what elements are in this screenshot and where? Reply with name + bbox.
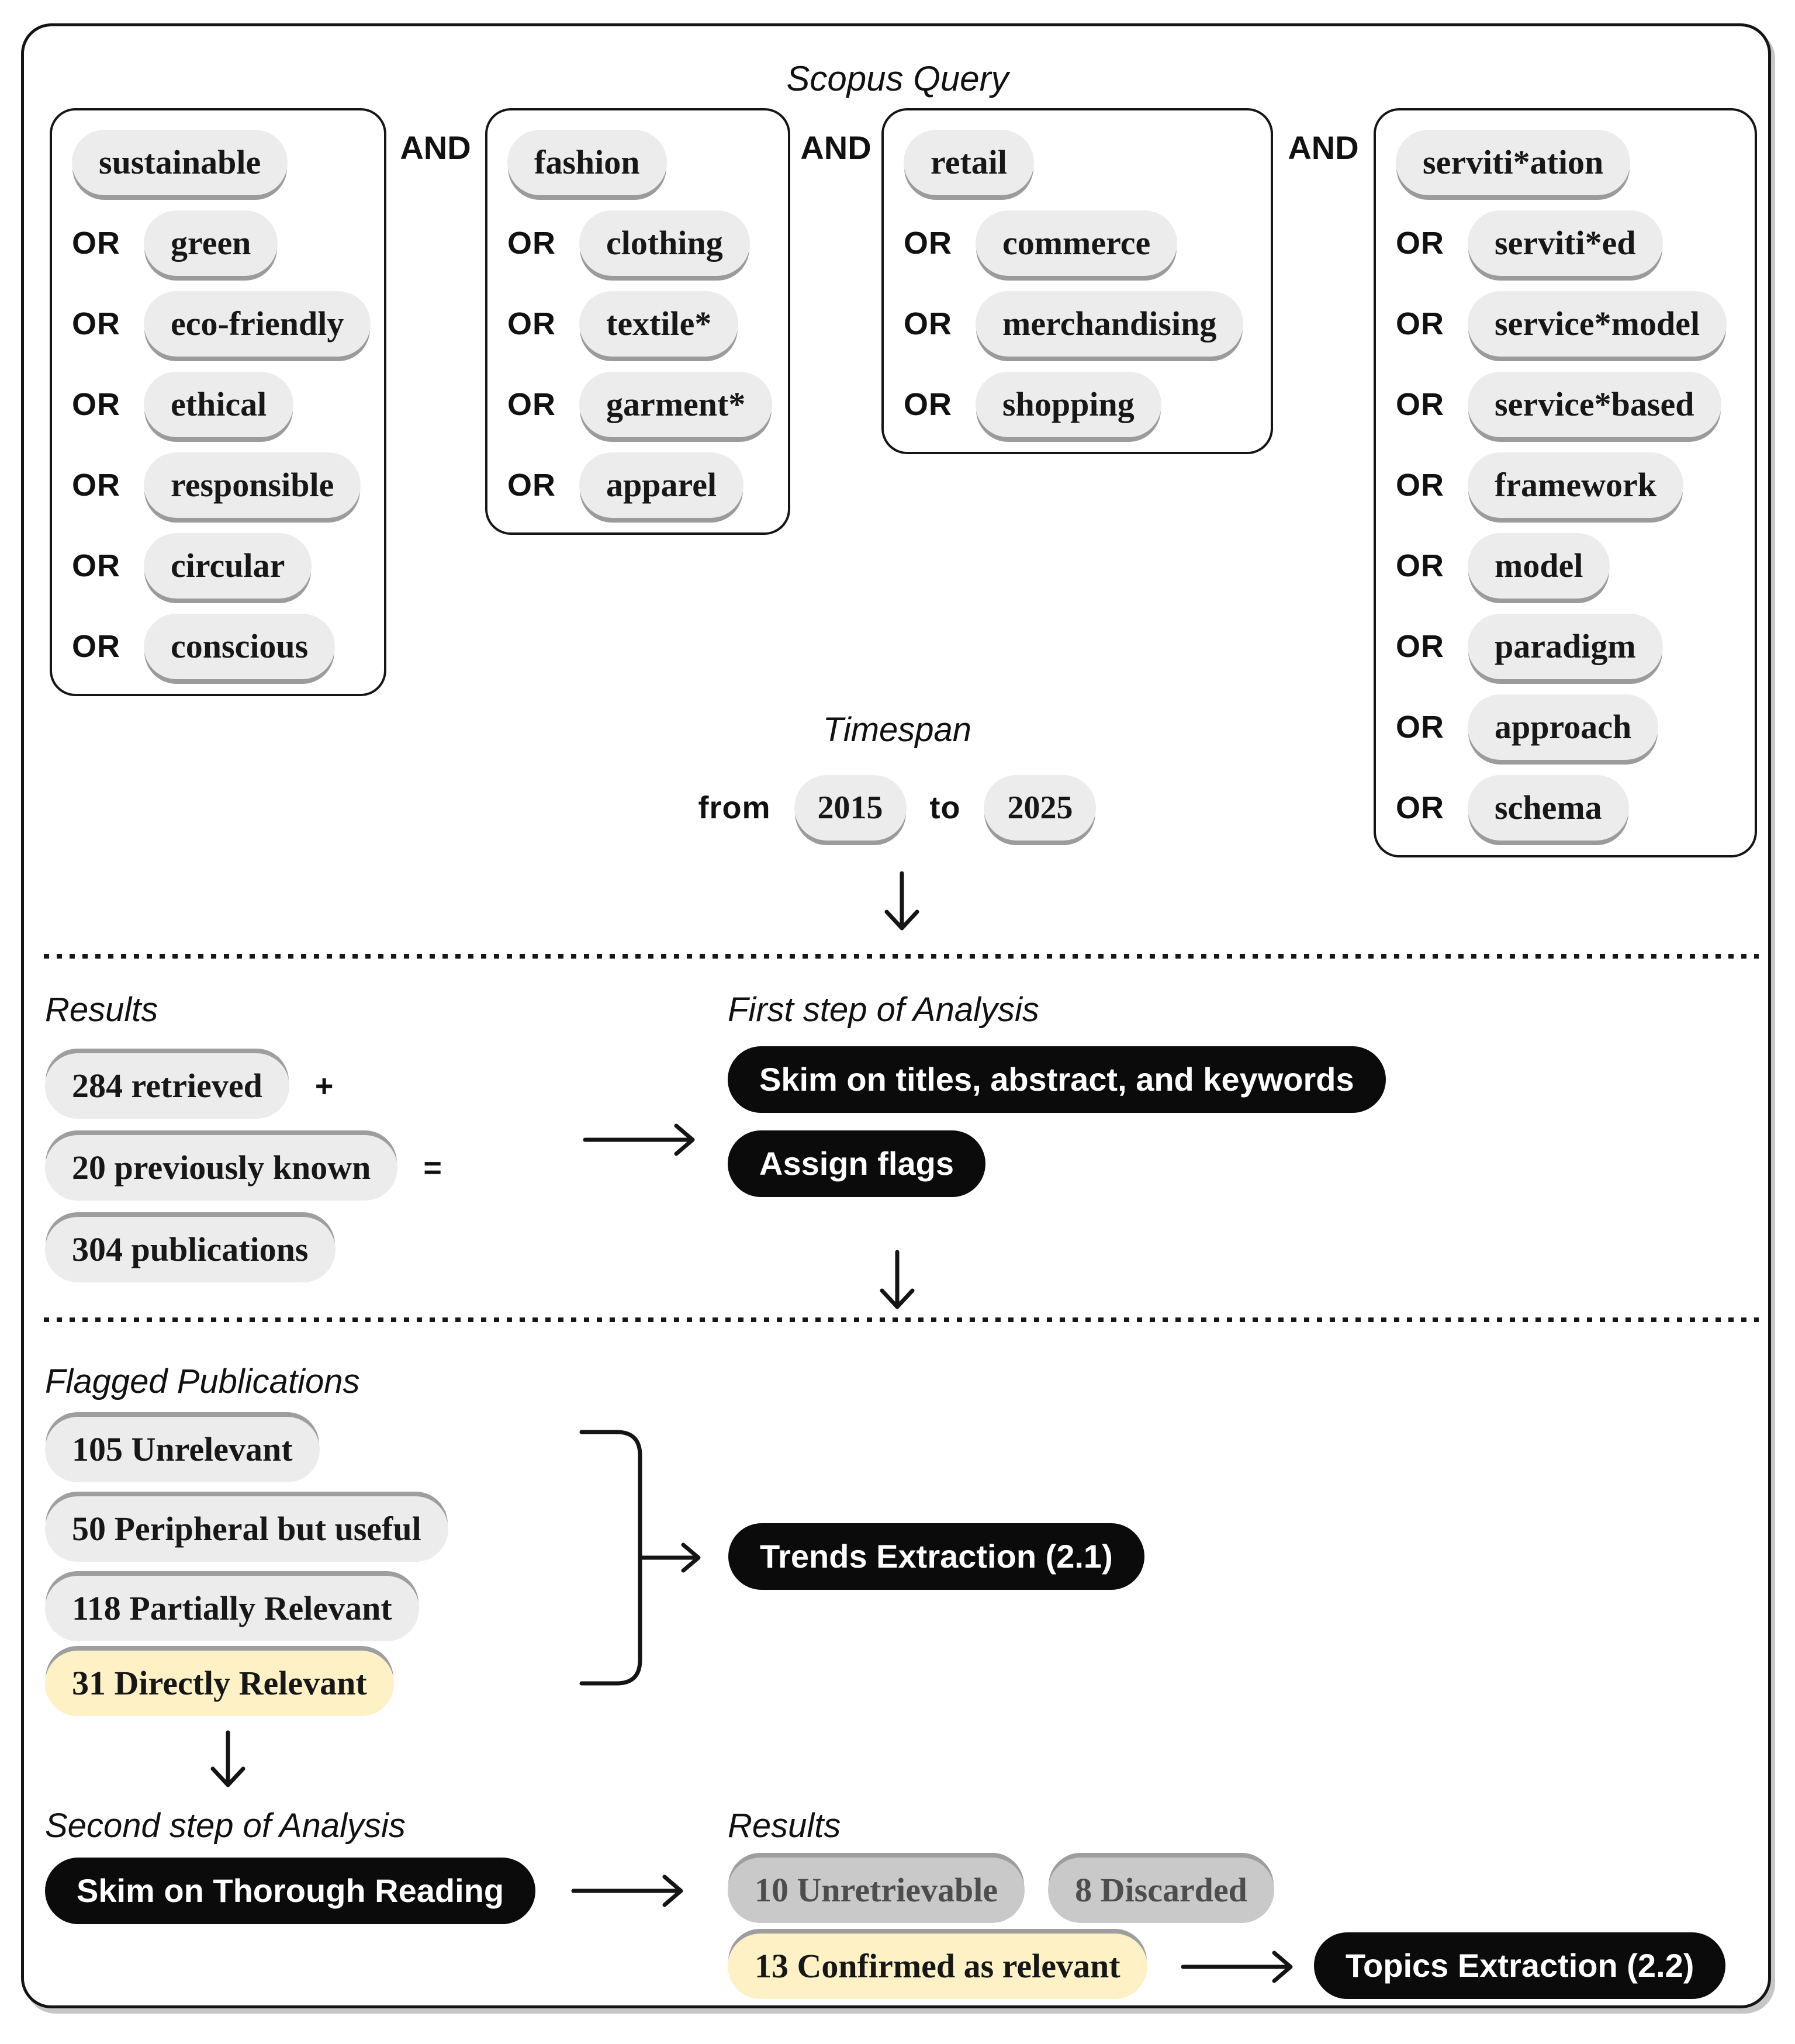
to-label: to: [929, 790, 961, 825]
or-label: OR: [507, 468, 556, 503]
action-skim-titles: Skim on titles, abstract, and keywords: [728, 1046, 1386, 1113]
keyword-pill: fashion: [507, 130, 667, 195]
keyword-pill: model: [1468, 533, 1610, 599]
unretrievable-pill: 10 Unretrievable: [728, 1858, 1025, 1923]
keyword-pill: apparel: [579, 452, 744, 518]
keyword-pill: service*model: [1468, 291, 1727, 357]
arrow-down-icon: [884, 871, 919, 931]
arrow-down-icon: [210, 1730, 245, 1787]
query-group-fashion: fashion OR clothing OR textile* OR garment*…: [485, 108, 790, 535]
keyword-pill: approach: [1468, 694, 1659, 760]
and-operator: AND: [400, 129, 471, 166]
flag-pill-partially-relevant: 118 Partially Relevant: [45, 1576, 419, 1641]
or-label: OR: [1396, 306, 1444, 341]
results-second-gray-row: 10 Unretrievable 8 Discarded: [728, 1858, 1274, 1923]
first-step-title: First step of Analysis: [728, 991, 1039, 1029]
keyword-pill: retail: [904, 130, 1034, 195]
section-divider: [44, 1317, 1759, 1322]
bracket-icon: [579, 1430, 701, 1686]
keyword-pill: serviti*ed: [1468, 210, 1663, 276]
results-row: 20 previously known =: [45, 1135, 442, 1201]
or-label: OR: [1396, 790, 1444, 825]
or-label: OR: [72, 468, 120, 503]
keyword-pill: serviti*ation: [1396, 130, 1631, 195]
keyword-pill: green: [144, 210, 278, 276]
year-to-pill: 2025: [984, 775, 1097, 841]
results-first-title: Results: [45, 991, 158, 1029]
query-group-servitization: serviti*ation OR serviti*ed OR service*mod…: [1374, 108, 1757, 857]
timespan-block: Timespan from 2015 to 2025: [622, 710, 1172, 841]
count-pill: 284 retrieved: [45, 1053, 289, 1119]
plus-operator: +: [314, 1068, 334, 1104]
keyword-pill: sustainable: [72, 130, 288, 195]
keyword-pill: shopping: [976, 372, 1161, 437]
keyword-pill: textile*: [579, 291, 739, 357]
count-pill: 304 publications: [45, 1217, 336, 1282]
keyword-pill: eco-friendly: [144, 291, 371, 357]
or-label: OR: [72, 629, 120, 664]
flag-pill-directly-relevant: 31 Directly Relevant: [45, 1651, 394, 1716]
arrow-right-icon: [1181, 1950, 1293, 1983]
keyword-pill: paradigm: [1468, 614, 1663, 679]
second-step-title: Second step of Analysis: [45, 1807, 406, 1845]
timespan-title: Timespan: [822, 711, 972, 749]
keyword-pill: service*based: [1468, 372, 1721, 437]
keyword-pill: responsible: [144, 452, 361, 518]
or-label: OR: [72, 306, 120, 341]
keyword-pill: ethical: [144, 372, 294, 437]
or-label: OR: [1396, 226, 1444, 261]
keyword-pill: circular: [144, 533, 312, 599]
section-divider: [44, 954, 1759, 959]
action-topics-extraction: Topics Extraction (2.2): [1314, 1932, 1726, 1999]
keyword-pill: framework: [1468, 452, 1684, 518]
action-trends-extraction: Trends Extraction (2.1): [728, 1523, 1144, 1590]
from-label: from: [698, 790, 771, 825]
or-label: OR: [1396, 548, 1444, 583]
and-operator: AND: [1288, 129, 1359, 166]
keyword-pill: garment*: [579, 372, 773, 437]
or-label: OR: [904, 306, 952, 341]
or-label: OR: [1396, 387, 1444, 422]
equals-operator: =: [423, 1150, 442, 1185]
or-label: OR: [72, 548, 120, 583]
or-label: OR: [72, 226, 120, 261]
flagged-title: Flagged Publications: [45, 1362, 360, 1400]
or-label: OR: [507, 226, 556, 261]
flag-pill-peripheral: 50 Peripheral but useful: [45, 1496, 448, 1562]
keyword-pill: commerce: [976, 210, 1178, 276]
or-label: OR: [507, 387, 556, 422]
arrow-down-icon: [880, 1250, 915, 1309]
query-group-retail: retail OR commerce OR merchandising OR shop…: [881, 108, 1273, 454]
or-label: OR: [507, 306, 556, 341]
keyword-pill: schema: [1468, 775, 1629, 841]
and-operator: AND: [800, 129, 871, 166]
year-from-pill: 2015: [794, 775, 907, 841]
action-assign-flags: Assign flags: [728, 1130, 985, 1197]
keyword-pill: clothing: [579, 210, 750, 276]
query-group-sustainable: sustainable OR green OR eco-friendly OR eth…: [50, 108, 386, 696]
or-label: OR: [1396, 629, 1444, 664]
page-title: Scopus Query: [786, 59, 1009, 98]
or-label: OR: [904, 226, 952, 261]
flag-pill-unrelevant: 105 Unrelevant: [45, 1417, 320, 1482]
results-second-title: Results: [728, 1807, 841, 1845]
keyword-pill: merchandising: [976, 291, 1244, 357]
or-label: OR: [1396, 710, 1444, 745]
or-label: OR: [904, 387, 952, 422]
arrow-right-icon: [571, 1874, 683, 1907]
results-row: 284 retrieved +: [45, 1053, 334, 1119]
results-row: 304 publications: [45, 1217, 336, 1282]
discarded-pill: 8 Discarded: [1048, 1858, 1274, 1923]
keyword-pill: conscious: [144, 614, 336, 679]
count-pill: 20 previously known: [45, 1135, 398, 1201]
arrow-right-icon: [583, 1123, 695, 1156]
or-label: OR: [1396, 468, 1444, 503]
or-label: OR: [72, 387, 120, 422]
action-thorough-reading: Skim on Thorough Reading: [45, 1858, 536, 1924]
confirmed-pill: 13 Confirmed as relevant: [728, 1934, 1147, 1999]
